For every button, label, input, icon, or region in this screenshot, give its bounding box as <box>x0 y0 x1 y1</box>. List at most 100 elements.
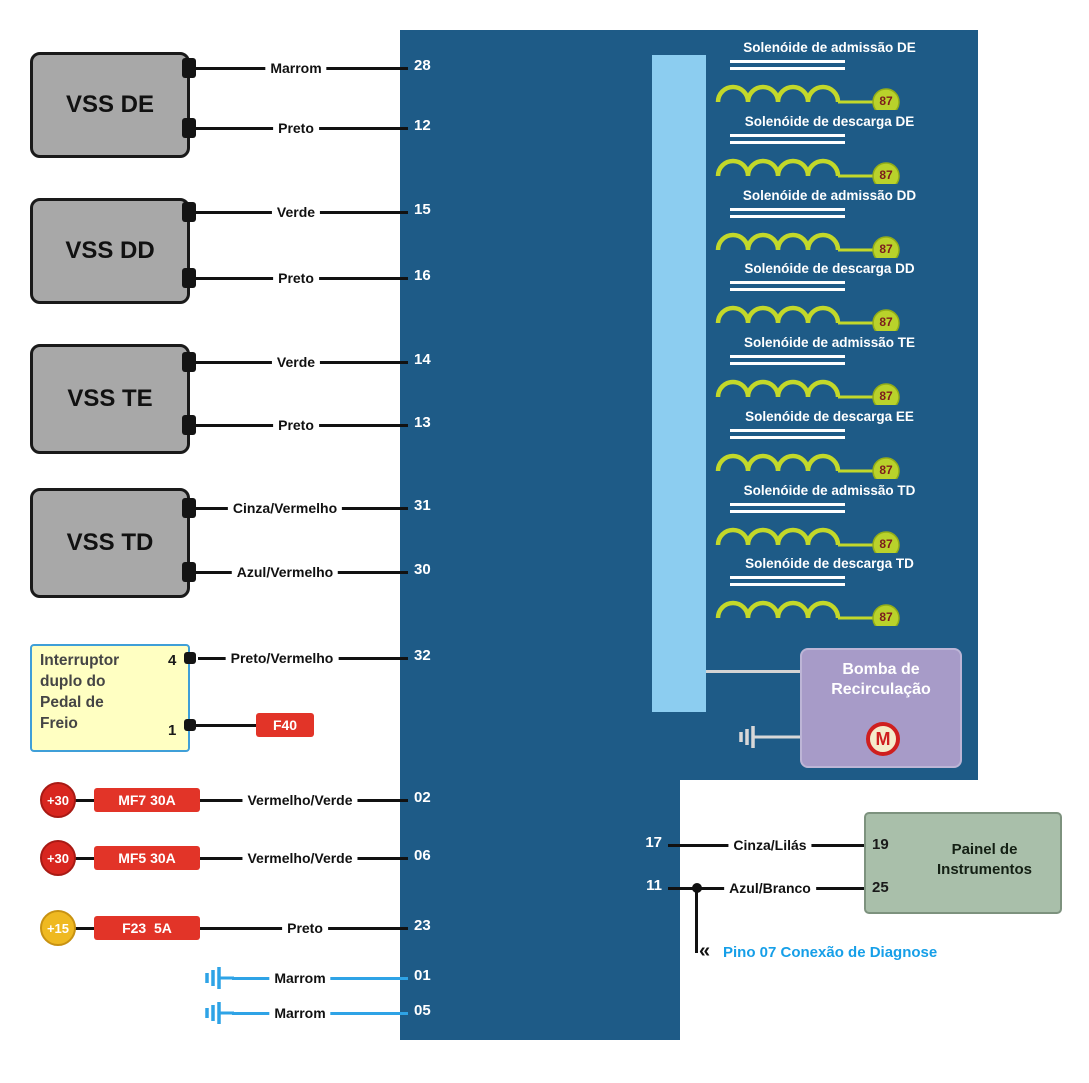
ecu-pin-number: 17 <box>645 834 662 851</box>
valve-bar <box>730 215 845 218</box>
ground-icon <box>739 726 802 748</box>
solenoid-label: Solenóide de descarga DD <box>744 261 915 276</box>
plus30-terminal: +30 <box>40 840 76 876</box>
wire-color-label: Preto <box>273 417 319 433</box>
recirculation-pump-box: Bomba de Recirculação M <box>800 648 962 768</box>
ecu-pin-number: 05 <box>414 1002 431 1019</box>
solenoid-coil-icon <box>715 379 900 405</box>
ecu-pin-number: 14 <box>414 351 431 368</box>
motor-icon: M <box>866 722 900 756</box>
solenoid-label: Solenóide de descarga TD <box>745 556 914 571</box>
ecu-pin-number: 11 <box>646 877 662 894</box>
wire-color-label: Preto/Vermelho <box>225 650 339 666</box>
wire <box>58 927 408 930</box>
terminal-87-label: 87 <box>879 94 893 108</box>
wire-color-label: Marrom <box>269 1005 331 1021</box>
solenoid-coil-icon <box>715 600 900 626</box>
solenoid-label: Solenóide de descarga DE <box>744 114 915 129</box>
ecu-pin-number: 02 <box>414 789 431 806</box>
solenoid-coil-icon <box>715 84 900 110</box>
solenoid-coil-icon <box>715 158 900 184</box>
solenoid-label: Solenóide de admissão TD <box>743 483 916 498</box>
pump-label: Bomba de Recirculação <box>831 661 931 698</box>
solenoid-coil-icon <box>715 232 900 258</box>
vss-td-sensor-box: VSS TD <box>30 488 190 598</box>
ecu-pin-number: 15 <box>414 201 431 218</box>
valve-bar <box>730 281 845 284</box>
connector-tab <box>184 652 196 664</box>
solenoid-label: Solenóide de descarga EE <box>745 409 914 424</box>
ecu-pin-number: 30 <box>414 561 431 578</box>
vss-dd-sensor-box: VSS DD <box>30 198 190 304</box>
valve-bar <box>730 355 845 358</box>
strip-to-pump-line <box>706 670 800 673</box>
solenoid-coil-icon <box>715 527 900 553</box>
ecu-pin-number: 01 <box>414 967 431 984</box>
connector-tab <box>182 562 196 582</box>
vss-td-label: VSS TD <box>66 529 154 556</box>
panel-pin-19: 19 <box>872 836 889 853</box>
terminal-87-label: 87 <box>879 242 893 256</box>
wire-color-label: Preto <box>273 270 319 286</box>
wire-color-label: Marrom <box>269 970 331 986</box>
plus30-terminal: +30 <box>40 782 76 818</box>
wire <box>58 857 408 860</box>
wire-color-label: Azul/Vermelho <box>231 564 339 580</box>
valve-bar <box>730 67 845 70</box>
ecu-pin-number: 16 <box>414 267 431 284</box>
connector-tab <box>182 268 196 288</box>
ground-icon <box>205 967 234 989</box>
wire-color-label: Cinza/Lilás <box>728 837 812 853</box>
wire-color-label: Preto <box>273 120 319 136</box>
diagnose-connector-label: Pino 07 Conexão de Diagnose <box>723 944 938 961</box>
wire-color-label: Verde <box>271 204 321 220</box>
instrument-panel-label: Painel de Instrumentos <box>936 841 1032 878</box>
brake-switch-pin-4: 4 <box>168 652 177 669</box>
solenoid-block: Solenóide de descarga TD 87 <box>712 556 962 628</box>
valve-bar <box>730 436 845 439</box>
valve-bar <box>730 503 845 506</box>
solenoid-block: Solenóide de descarga DE 87 <box>712 114 962 186</box>
wire-color-label: Verde <box>271 354 321 370</box>
valve-bar <box>730 429 845 432</box>
fuse-f40: F40 <box>256 713 314 737</box>
terminal-87-label: 87 <box>879 315 893 329</box>
wire-color-label: Vermelho/Verde <box>242 792 358 808</box>
wire-color-label: Azul/Branco <box>724 880 816 896</box>
panel-pin-25: 25 <box>872 879 889 896</box>
vss-te-sensor-box: VSS TE <box>30 344 190 454</box>
terminal-87-label: 87 <box>879 463 893 477</box>
diagnose-branch-line <box>695 888 698 953</box>
connector-tab <box>182 415 196 435</box>
ecu-pin-number: 06 <box>414 847 431 864</box>
valve-bar <box>730 134 845 137</box>
connector-tab <box>182 202 196 222</box>
valve-bar <box>730 141 845 144</box>
solenoid-block: Solenóide de admissão TD 87 <box>712 483 962 555</box>
ecu-pin-number: 32 <box>414 647 431 664</box>
valve-bar <box>730 576 845 579</box>
valve-bar <box>730 288 845 291</box>
ecu-pin-number: 13 <box>414 414 431 431</box>
solenoid-coil-icon <box>715 453 900 479</box>
terminal-87-label: 87 <box>879 168 893 182</box>
valve-bar <box>730 583 845 586</box>
ecu-pin-number: 28 <box>414 57 431 74</box>
solenoid-block: Solenóide de descarga DD 87 <box>712 261 962 333</box>
fuse-mf5-30a: MF5 30A <box>94 846 200 870</box>
plus15-terminal: +15 <box>40 910 76 946</box>
solenoid-block: Solenóide de admissão TE 87 <box>712 335 962 407</box>
connector-tab <box>182 58 196 78</box>
connector-tab <box>184 719 196 731</box>
connector-tab <box>182 118 196 138</box>
solenoid-block: Solenóide de admissão DD 87 <box>712 188 962 260</box>
wire-color-label: Cinza/Vermelho <box>227 500 343 516</box>
vss-de-sensor-box: VSS DE <box>30 52 190 158</box>
ground-icon <box>205 1002 234 1024</box>
connector-tab <box>182 498 196 518</box>
wire <box>196 724 256 727</box>
ecu-body-left-column <box>400 30 680 1040</box>
connector-tab <box>182 352 196 372</box>
vss-dd-label: VSS DD <box>65 237 155 264</box>
